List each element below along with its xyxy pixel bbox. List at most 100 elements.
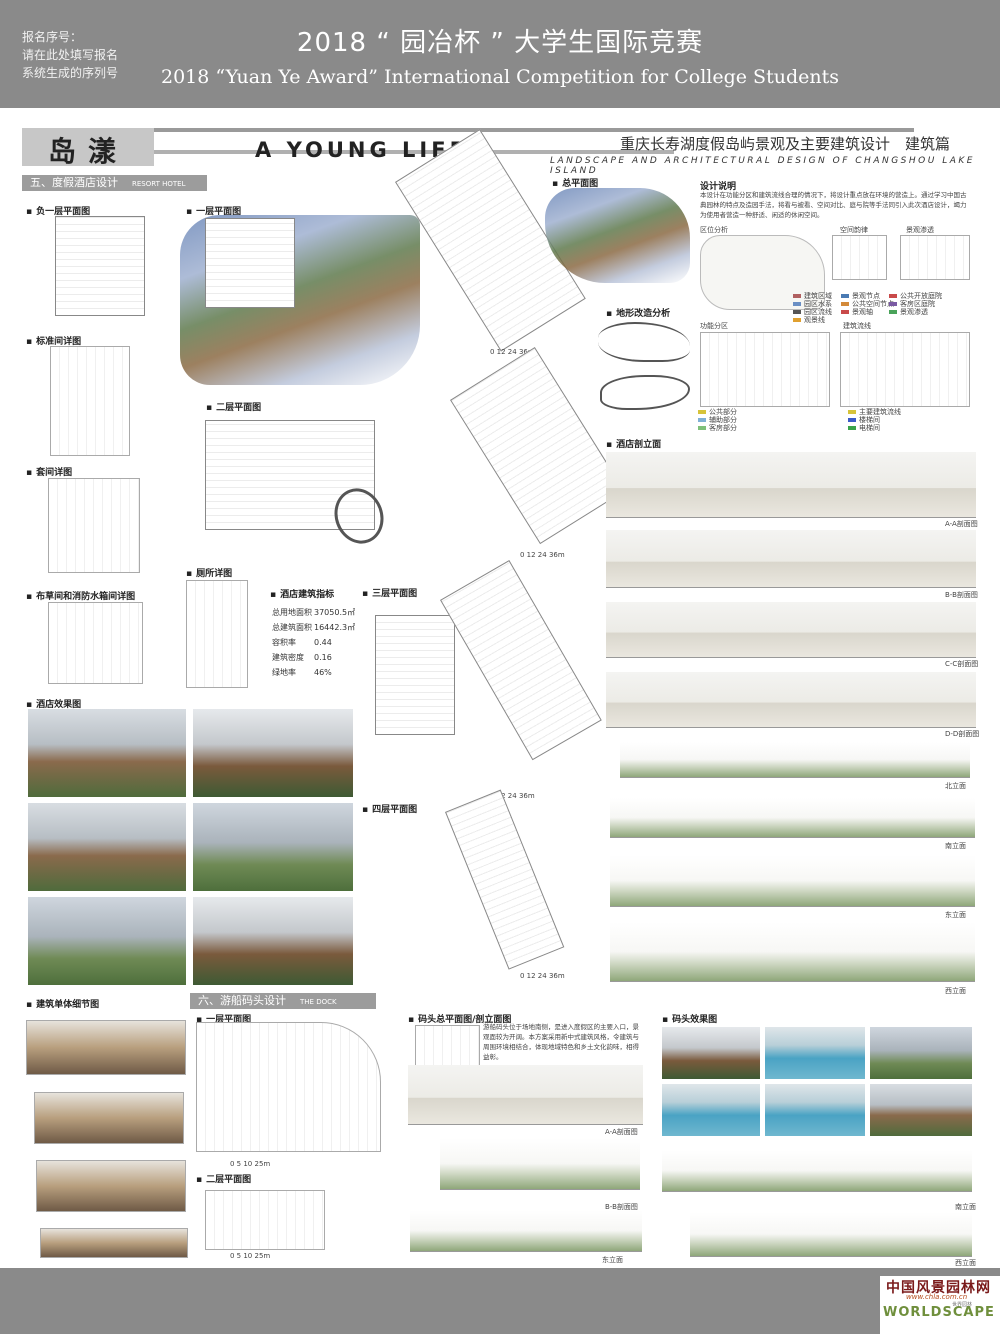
legend-item: 观景线 — [804, 316, 825, 324]
legend-item: 景观渗透 — [900, 308, 928, 316]
poster-slogan: A YOUNG LIFE — [255, 138, 468, 162]
terrain-diagram-1 — [598, 322, 690, 362]
design-note-title: 设计说明 — [700, 182, 737, 192]
scale-bar-floor3: 0 12 24 36m — [490, 792, 535, 800]
building-detail-3 — [36, 1160, 186, 1212]
scale-bar-floor4: 0 12 24 36m — [520, 972, 565, 980]
indicator-value: 0.44 — [314, 638, 332, 647]
label-floor3-plan: 三层平面图 — [362, 586, 417, 599]
label-dock-site-section: 码头总平面图/剖立面图 — [408, 1012, 511, 1025]
title-stripe — [154, 150, 674, 154]
elevation-label: 南立面 — [955, 1203, 976, 1211]
registration-line: 系统生成的序列号 — [22, 66, 119, 80]
building-detail-2 — [34, 1092, 184, 1144]
legend-swatch — [793, 318, 801, 322]
scale-bar-dock1: 0 5 10 25m — [230, 1160, 271, 1168]
section-bb-drawing — [606, 530, 976, 588]
legend-swatch — [848, 426, 856, 430]
building-detail-1 — [26, 1020, 186, 1075]
label-hotel-renderings: 酒店效果图 — [26, 697, 81, 710]
section-label: A-A剖面图 — [605, 1128, 638, 1136]
label-terrain-analysis: 地形改造分析 — [606, 306, 670, 319]
func-legend: 公共部分 辅助部分 客房部分 — [698, 408, 737, 432]
hotel-rendering-2 — [193, 709, 353, 797]
label-dock-renderings: 码头效果图 — [662, 1012, 717, 1025]
legend-swatch — [698, 410, 706, 414]
hotel-rendering-1 — [28, 709, 186, 797]
label-dock-floor2: 二层平面图 — [196, 1172, 251, 1185]
legend-item: 景观节点 — [852, 292, 880, 300]
legend-item: 楼梯间 — [859, 416, 880, 424]
basement-plan-drawing — [55, 216, 145, 316]
logo-domain: www.chla.com.cn — [906, 1293, 968, 1301]
linen-room-drawing — [48, 602, 143, 684]
flow-diagram — [840, 332, 970, 407]
legend-swatch — [889, 310, 897, 314]
elevation-label: 东立面 — [602, 1256, 623, 1264]
analysis-func-label: 功能分区 — [700, 322, 728, 330]
section-5-subtitle: RESORT HOTEL — [132, 180, 186, 188]
dock-east-elevation — [410, 1210, 642, 1252]
legend-item: 电梯间 — [859, 424, 880, 432]
footer-bar — [0, 1268, 1000, 1334]
label-suite: 套间详图 — [26, 465, 72, 478]
legend-item: 主要建筑流线 — [859, 408, 901, 416]
label-floor1-plan: 一层平面图 — [186, 204, 241, 217]
legend-swatch — [841, 294, 849, 298]
legend-item: 客房部分 — [709, 424, 737, 432]
legend-swatch — [793, 310, 801, 314]
poster-title: 岛漾 — [48, 135, 129, 168]
label-basement-plan: 负一层平面图 — [26, 204, 90, 217]
standard-room-drawing — [50, 346, 130, 456]
legend-swatch — [698, 418, 706, 422]
title-box — [22, 128, 154, 166]
hotel-rendering-5 — [28, 897, 186, 985]
competition-title-cn: 2018 “ 园冶杯 ” 大学生国际竞赛 — [296, 28, 704, 58]
floor3-guest-wing — [440, 560, 602, 761]
scale-bar-dock2: 0 5 10 25m — [230, 1252, 271, 1260]
view-analysis-diagram — [900, 235, 970, 280]
legend-item: 公共部分 — [709, 408, 737, 416]
terrain-diagram-2 — [600, 375, 690, 410]
legend-item: 公共空间节点 — [852, 300, 894, 308]
dock-rendering-4 — [662, 1084, 760, 1136]
indicator-key: 绿地率 — [272, 668, 296, 677]
analysis-legend: 建筑区域景观节点公共开放庭院 园区水系公共空间节点客房区庭院 园区流线景观轴景观… — [793, 292, 942, 324]
indicator-key: 容积率 — [272, 638, 296, 647]
toilet-drawing — [186, 580, 248, 688]
analysis-view-label: 景观渗透 — [906, 226, 934, 234]
indicator-row: 绿地率 46% — [272, 665, 355, 680]
dock-section-bb — [440, 1138, 640, 1190]
west-elevation — [610, 922, 975, 982]
hotel-rendering-3 — [28, 803, 186, 891]
label-toilet: 厕所详图 — [186, 566, 232, 579]
legend-swatch — [841, 302, 849, 306]
floor4-plan-drawing — [445, 789, 565, 970]
elevation-label: 西立面 — [945, 987, 966, 995]
hotel-rendering-4 — [193, 803, 353, 891]
legend-swatch — [698, 426, 706, 430]
indicator-value: 46% — [314, 668, 332, 677]
section-aa-drawing — [606, 452, 976, 518]
dock-rendering-1 — [662, 1027, 760, 1079]
indicator-row: 容积率 0.44 — [272, 635, 355, 650]
project-title-cn: 重庆长寿湖度假岛屿景观及主要建筑设计 建筑篇 — [620, 135, 951, 153]
legend-item: 辅助部分 — [709, 416, 737, 424]
dock-rendering-5 — [765, 1084, 865, 1136]
design-note-text: 本设计在功能分区和建筑流线合理的情况下，将设计重点放在环境的营造上。通过学习中国… — [700, 191, 967, 219]
label-master-plan: 总平面图 — [552, 176, 598, 189]
elevation-label: 西立面 — [955, 1259, 976, 1267]
registration-line: 请在此处填写报名 — [22, 48, 119, 62]
legend-swatch — [793, 302, 801, 306]
label-indicators: 酒店建筑指标 — [270, 587, 334, 600]
indicator-key: 总建筑面积 — [272, 623, 312, 632]
logo-text-cn: 中国风景园林网 — [886, 1280, 991, 1296]
elevation-label: 南立面 — [945, 842, 966, 850]
elevation-label: 北立面 — [945, 782, 966, 790]
elevation-label: 东立面 — [945, 911, 966, 919]
label-standard-room: 标准间详图 — [26, 334, 81, 347]
dock-section-aa — [408, 1065, 643, 1125]
